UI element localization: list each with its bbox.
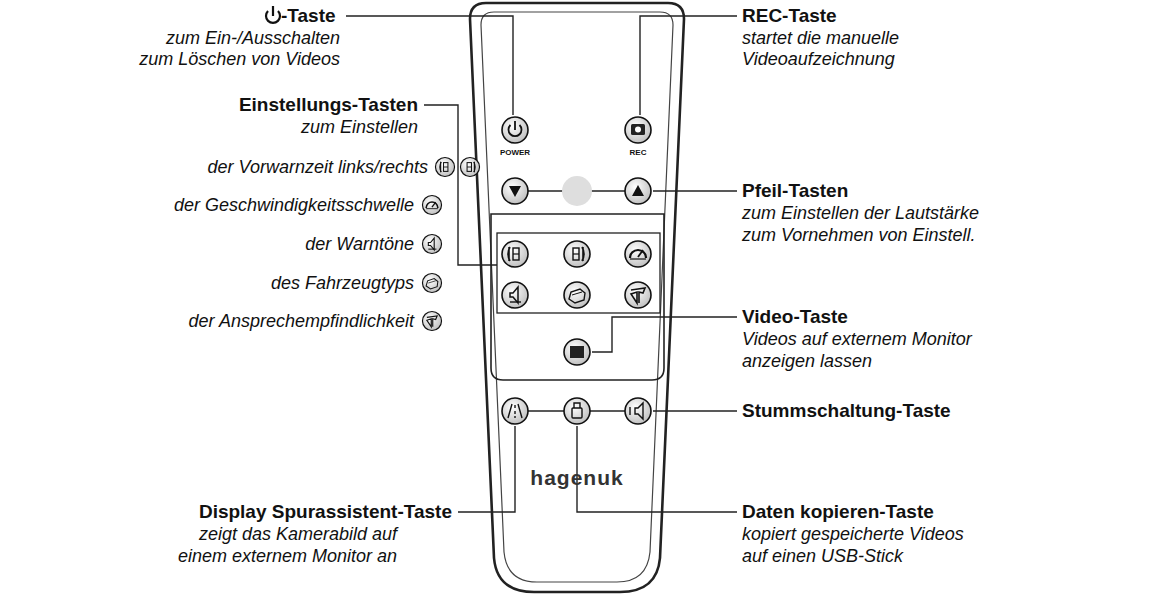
- warn-left-button: [502, 241, 528, 267]
- mute-button: [625, 398, 651, 424]
- remote-control: POWER REC hagenuk: [467, 0, 687, 595]
- video-button: [564, 339, 590, 365]
- arrow-down-button: [502, 178, 528, 204]
- arrow-up-button: [625, 178, 651, 204]
- warn-right-button: [564, 241, 590, 267]
- blank-button: [562, 176, 592, 206]
- lane-button: [502, 398, 528, 424]
- callout-text: kopiert gespeicherte Videos: [742, 523, 964, 545]
- button-panel: [491, 214, 664, 380]
- callout-text: zum Löschen von Videos: [139, 48, 340, 70]
- power-symbol: [266, 6, 280, 23]
- speed-button: [625, 241, 651, 267]
- copy-button: [564, 398, 590, 424]
- callout-text: des Fahrzeugtyps: [271, 272, 414, 294]
- callout-text: einem externem Monitor an: [178, 545, 397, 567]
- callout-text: Videoaufzeichnung: [742, 48, 895, 70]
- callout-text: Videos auf externem Monitor: [742, 328, 972, 350]
- icon-speed: [422, 195, 441, 214]
- leader-lines: [346, 16, 737, 512]
- callout-title: REC-Taste: [742, 5, 837, 27]
- callout-title: Stummschaltung-Taste: [742, 400, 951, 422]
- callout-text: auf einen USB-Stick: [742, 545, 903, 567]
- vehicle-button: [564, 282, 590, 308]
- callout-text: zum Einstellen: [301, 116, 418, 138]
- callout-text: der Vorwarnzeit links/rechts: [208, 156, 428, 178]
- callout-text: der Geschwindigkeitsschwelle: [174, 194, 414, 216]
- tone-button: [502, 282, 528, 308]
- brand-name: hagenuk: [530, 466, 623, 490]
- icon-vehicle: [422, 273, 441, 292]
- rec-button: [625, 117, 651, 143]
- callout-text: zum Ein-/Ausschalten: [166, 27, 340, 49]
- icon-sensitivity: [422, 311, 441, 330]
- callout-text: zeigt das Kamerabild auf: [199, 523, 397, 545]
- callout-title: Display Spurassistent-Taste: [199, 501, 452, 523]
- callout-title: Daten kopieren-Taste: [742, 501, 934, 523]
- settings-frame: [497, 233, 660, 313]
- button-caption: POWER: [500, 148, 530, 158]
- icon-tone: [422, 234, 441, 253]
- callout-text: zum Vornehmen von Einstell.: [742, 224, 975, 246]
- icon-warn-left: [435, 157, 454, 176]
- callout-text: startet die manuelle: [742, 27, 899, 49]
- sensitivity-button: [625, 282, 651, 308]
- callout-text: der Warntöne: [305, 233, 414, 255]
- callout-text: anzeigen lassen: [742, 350, 872, 372]
- power-button: [502, 117, 528, 143]
- callout-title: -Taste: [281, 5, 336, 27]
- callout-title: Einstellungs-Tasten: [239, 94, 418, 116]
- button-caption: REC: [630, 148, 647, 158]
- callout-title: Video-Taste: [742, 306, 848, 328]
- callout-text: zum Einstellen der Lautstärke: [742, 202, 979, 224]
- callout-text: der Ansprechempfindlichkeit: [189, 310, 414, 332]
- callout-title: Pfeil-Tasten: [742, 180, 848, 202]
- icon-warn-right: [460, 157, 479, 176]
